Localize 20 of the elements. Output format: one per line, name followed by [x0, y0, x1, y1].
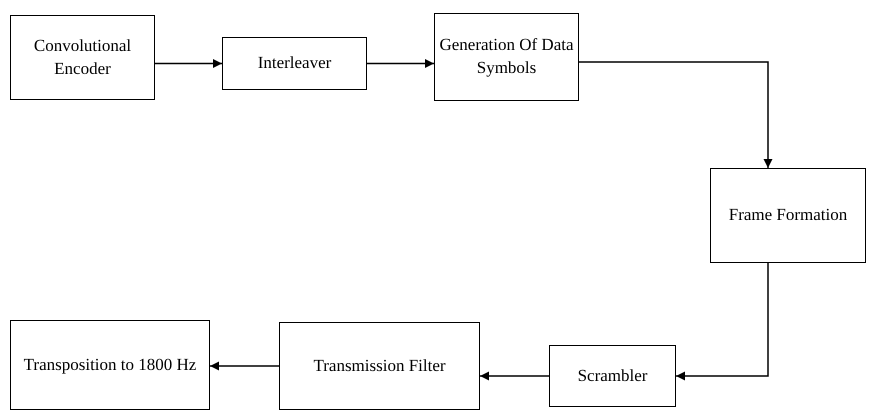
- arrow: [579, 61, 772, 168]
- process-box: [279, 322, 480, 410]
- process-box: [434, 13, 579, 101]
- box-label: Frame Formation: [728, 204, 848, 226]
- box-label: Transposition to 1800 Hz: [24, 354, 196, 376]
- arrow: [676, 263, 769, 380]
- process-box: [549, 345, 676, 407]
- process-box: [710, 168, 866, 263]
- arrow: [210, 362, 279, 370]
- process-box: [222, 37, 367, 90]
- box-label: Scrambler: [578, 364, 648, 387]
- arrow: [367, 59, 434, 68]
- box-label: Transmission Filter: [313, 354, 446, 377]
- box-label: Interleaver: [258, 52, 332, 74]
- process-box: [10, 15, 155, 100]
- box-label: Generation Of Data Symbols: [438, 34, 575, 79]
- arrow: [155, 59, 222, 68]
- box-label: Convolutional Encoder: [32, 34, 132, 80]
- arrow: [480, 372, 549, 380]
- process-box: [10, 320, 210, 410]
